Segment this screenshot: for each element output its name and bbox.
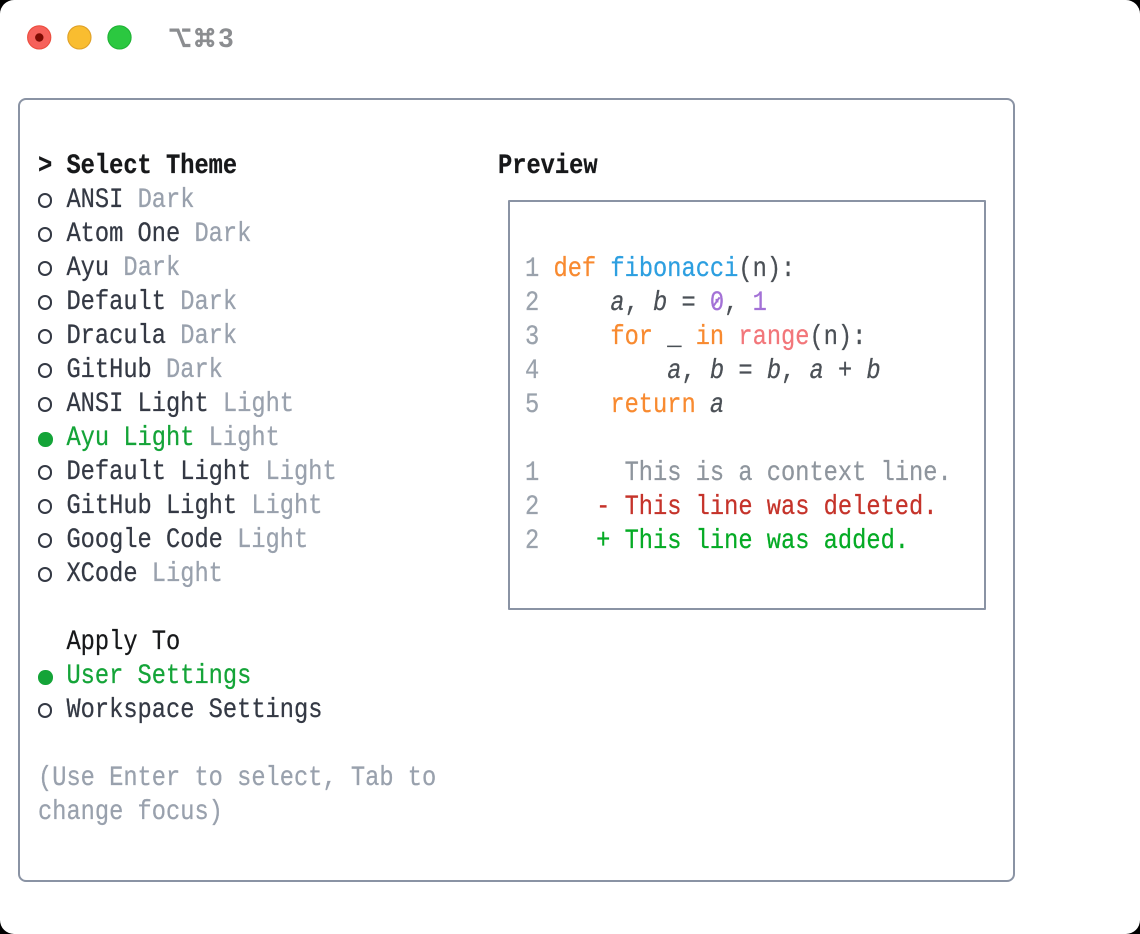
svg-text:3: 3 <box>219 23 234 53</box>
